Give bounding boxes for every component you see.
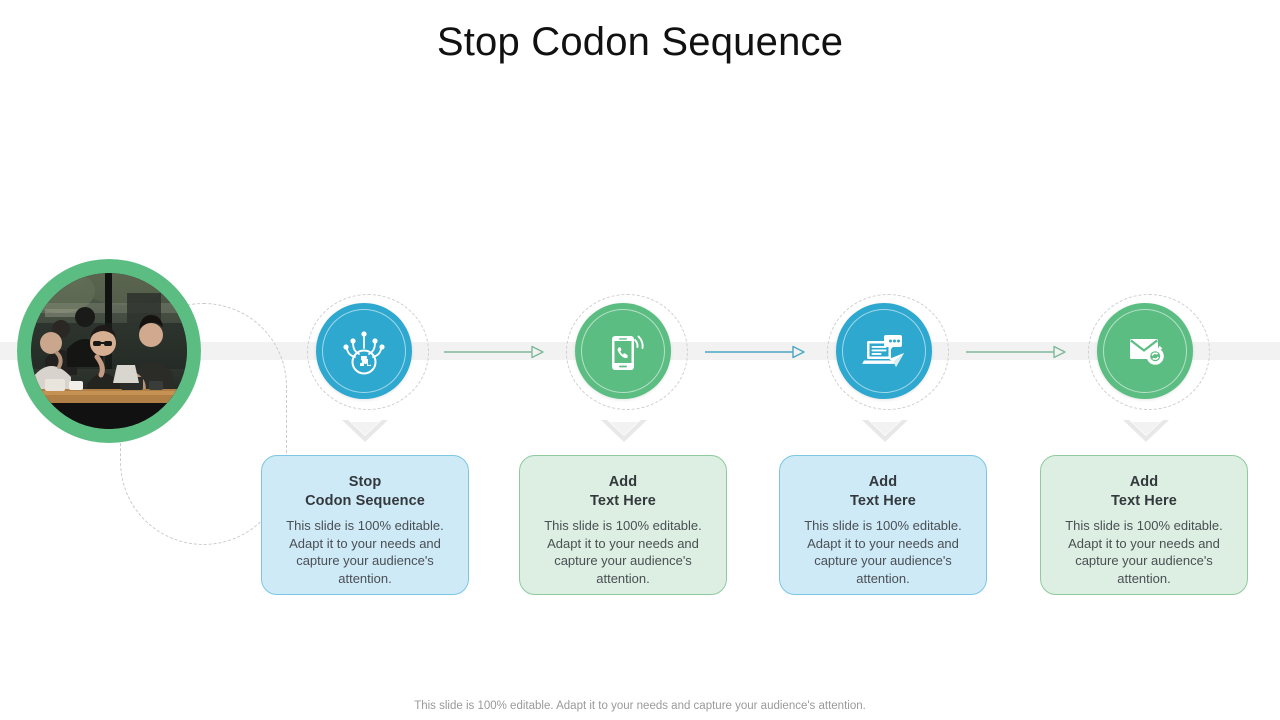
step-node-3[interactable]: [827, 294, 958, 410]
laptop-chat-send-icon: [862, 335, 904, 367]
icon-circle-2[interactable]: [575, 303, 671, 399]
card-title-line1: Stop: [348, 474, 382, 490]
text-card-1[interactable]: Stop Codon Sequence This slide is 100% e…: [261, 455, 469, 595]
connector-arrow-2: [705, 345, 805, 359]
card-title-1: Stop Codon Sequence: [305, 473, 425, 512]
dashed-ring-4: [1088, 294, 1210, 410]
icon-circle-3[interactable]: [836, 303, 932, 399]
footer-note: This slide is 100% editable. Adapt it to…: [414, 700, 866, 712]
text-card-4[interactable]: Add Text Here This slide is 100% editabl…: [1040, 455, 1248, 595]
text-card-3[interactable]: Add Text Here This slide is 100% editabl…: [779, 455, 987, 595]
people-at-cafe-table-photo: [31, 273, 187, 429]
card-title-line2: Text Here: [850, 493, 916, 510]
inner-ring-2: [581, 309, 665, 393]
inner-ring-3: [842, 309, 926, 393]
dashed-ring-1: [307, 294, 429, 410]
card-title-line2: Codon Sequence: [305, 493, 425, 510]
inner-ring-1: [322, 309, 406, 393]
mobile-phone-signal-icon: [612, 335, 644, 370]
chevron-down-icon-1: [342, 420, 388, 446]
card-body-3: This slide is 100% editable. Adapt it to…: [804, 517, 962, 587]
card-body-4: This slide is 100% editable. Adapt it to…: [1065, 517, 1223, 587]
connector-arrow-3: [966, 345, 1066, 359]
card-title-line2: Text Here: [590, 493, 656, 510]
chevron-down-icon-2: [601, 420, 647, 446]
chevron-down-icon-3: [862, 420, 908, 446]
icon-circle-1[interactable]: [316, 303, 412, 399]
card-title-4: Add Text Here: [1111, 473, 1177, 512]
card-title-line1: Add: [608, 474, 638, 490]
card-title-3: Add Text Here: [850, 473, 916, 512]
card-title-line2: Text Here: [1111, 493, 1177, 510]
envelope-gear-icon: [1130, 339, 1164, 365]
card-title-line1: Add: [1129, 474, 1159, 490]
card-title-2: Add Text Here: [590, 473, 656, 512]
dashed-ring-3: [827, 294, 949, 410]
network-puzzle-icon: [343, 331, 385, 375]
dashed-ring-2: [566, 294, 688, 410]
inner-ring-4: [1103, 309, 1187, 393]
step-node-4[interactable]: [1088, 294, 1219, 410]
card-body-2: This slide is 100% editable. Adapt it to…: [544, 517, 702, 587]
card-body-1: This slide is 100% editable. Adapt it to…: [286, 517, 444, 587]
photo-circle: [17, 259, 201, 443]
page-title: Stop Codon Sequence: [436, 20, 844, 64]
step-node-2[interactable]: [566, 294, 697, 410]
connector-arrow-1: [444, 345, 544, 359]
text-card-2[interactable]: Add Text Here This slide is 100% editabl…: [519, 455, 727, 595]
card-title-line1: Add: [868, 474, 898, 490]
step-node-1[interactable]: [307, 294, 438, 410]
chevron-down-icon-4: [1123, 420, 1169, 446]
icon-circle-4[interactable]: [1097, 303, 1193, 399]
